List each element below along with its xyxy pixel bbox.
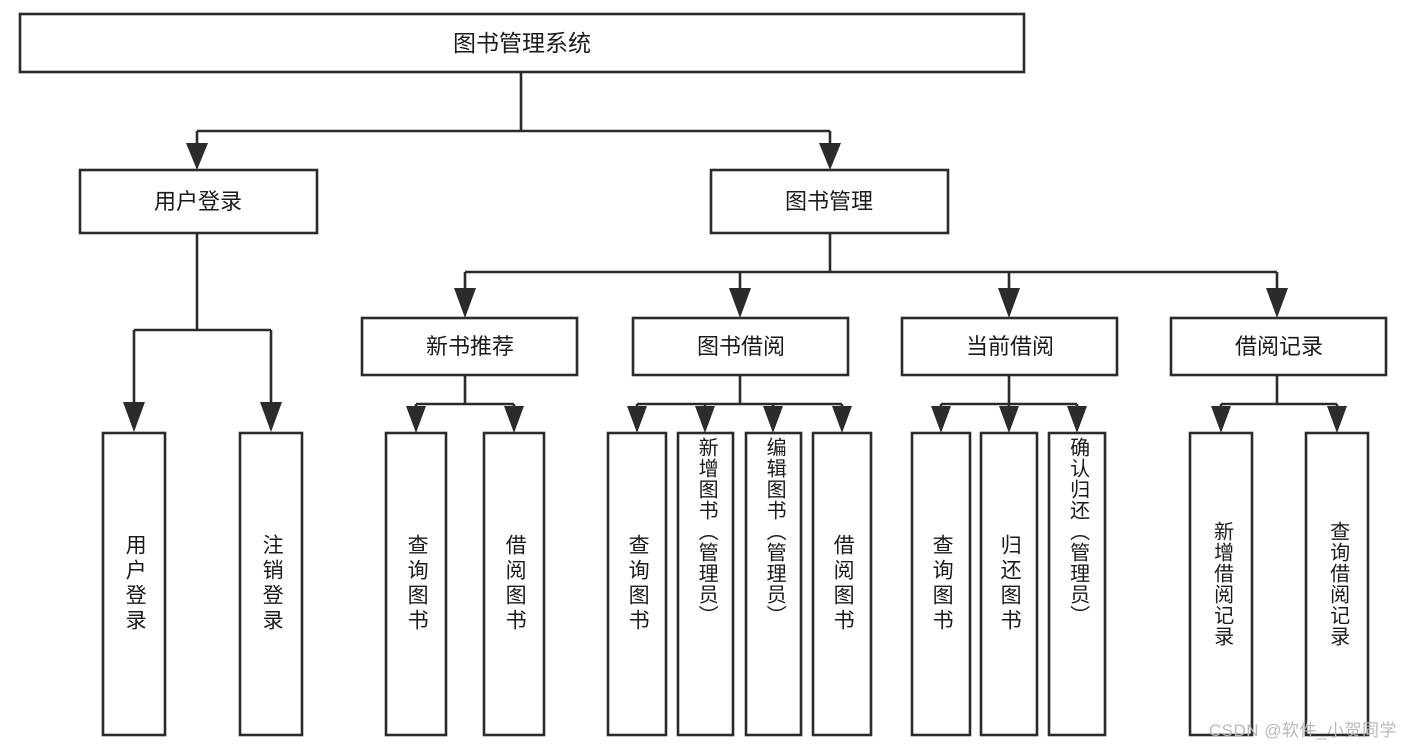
- leaf-query-borrow-rec-box[interactable]: [1304, 431, 1370, 737]
- arrow-head-leaf-borrow-book-2: [832, 406, 852, 433]
- arrow-head-user-login: [186, 143, 208, 170]
- leaf-query-book-1-box[interactable]: [384, 431, 448, 737]
- node-book-management-box[interactable]: [709, 168, 950, 235]
- leaf-add-book-admin-box[interactable]: [676, 431, 735, 737]
- node-book-management[interactable]: 图书管理: [709, 168, 950, 235]
- arrow-head-book-borrow: [729, 288, 751, 318]
- node-user-login[interactable]: 用户登录: [78, 168, 319, 235]
- node-user-login-box[interactable]: [78, 168, 319, 235]
- arrow-head-leaf-confirm-return: [1067, 406, 1087, 433]
- arrow-head-leaf-user-login: [123, 402, 145, 432]
- node-user-login-label: 用户登录: [154, 189, 242, 214]
- leaf-borrow-book-2-box[interactable]: [811, 431, 873, 737]
- arrow-head-leaf-edit-book-admin: [763, 406, 783, 433]
- leaf-node-layer: [101, 431, 1370, 737]
- arrow-head-leaf-add-book-admin: [695, 406, 715, 433]
- leaf-user-login-box[interactable]: [101, 431, 167, 737]
- node-book-borrow[interactable]: 图书借阅: [631, 316, 850, 377]
- arrow-head-leaf-borrow-book-1: [504, 406, 524, 433]
- leaf-logout-login-box[interactable]: [238, 431, 304, 737]
- leaf-query-book-2-box[interactable]: [606, 431, 668, 737]
- arrow-head-leaf-return-book: [999, 406, 1019, 433]
- node-book-borrow-label: 图书借阅: [697, 334, 785, 359]
- leaf-return-book-box[interactable]: [979, 431, 1039, 737]
- node-new-book-recommend[interactable]: 新书推荐: [360, 316, 579, 377]
- leaf-edit-book-admin-box[interactable]: [744, 431, 803, 737]
- node-current-borrow[interactable]: 当前借阅: [900, 316, 1119, 377]
- node-borrow-record-box[interactable]: [1169, 316, 1388, 377]
- node-new-book-recommend-box[interactable]: [360, 316, 579, 377]
- node-book-borrow-box[interactable]: [631, 316, 850, 377]
- arrow-head-book-management: [819, 143, 841, 170]
- node-root-label: 图书管理系统: [453, 30, 591, 56]
- arrow-head-new-book-recommend: [454, 288, 476, 318]
- node-root-box[interactable]: [18, 12, 1026, 74]
- node-borrow-record-label: 借阅记录: [1235, 334, 1323, 359]
- arrow-head-leaf-add-borrow-rec: [1211, 406, 1231, 433]
- arrow-head-leaf-query-book-2: [627, 406, 647, 433]
- arrow-head-leaf-query-book-1: [406, 406, 426, 433]
- node-new-book-recommend-label: 新书推荐: [426, 334, 514, 359]
- node-current-borrow-box[interactable]: [900, 316, 1119, 377]
- leaf-borrow-book-1-box[interactable]: [482, 431, 546, 737]
- arrow-head-leaf-query-book-3: [931, 406, 951, 433]
- leaf-query-book-3-box[interactable]: [910, 431, 972, 737]
- arrow-head-borrow-record: [1266, 288, 1288, 318]
- connector-layer: [123, 72, 1347, 433]
- arrow-head-current-borrow: [998, 288, 1020, 318]
- node-root[interactable]: 图书管理系统: [18, 12, 1026, 74]
- arrow-head-leaf-query-borrow-rec: [1327, 406, 1347, 433]
- node-current-borrow-label: 当前借阅: [966, 334, 1054, 359]
- arrow-head-leaf-logout-login: [260, 402, 282, 432]
- node-borrow-record[interactable]: 借阅记录: [1169, 316, 1388, 377]
- node-book-management-label: 图书管理: [785, 189, 873, 214]
- leaf-confirm-return-box[interactable]: [1047, 431, 1107, 737]
- leaf-add-borrow-rec-box[interactable]: [1188, 431, 1254, 737]
